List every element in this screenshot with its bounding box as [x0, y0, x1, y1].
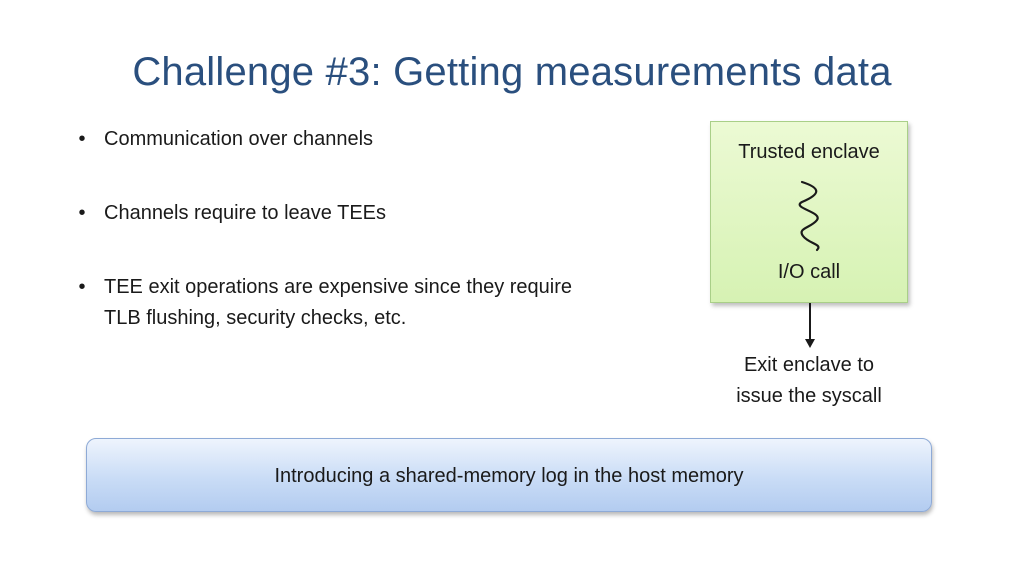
- bullet-marker: •: [78, 276, 86, 298]
- shared-memory-banner: Introducing a shared-memory log in the h…: [86, 438, 932, 512]
- bullet-text-line-1: TEE exit operations are expensive since …: [104, 276, 573, 298]
- slide-title: Challenge #3: Getting measurements data: [132, 50, 892, 94]
- bullet-item: • Communication over channels: [76, 124, 696, 155]
- bullet-text: Channels require to leave TEEs: [104, 202, 387, 224]
- arrow-down-icon: [805, 303, 815, 348]
- bullet-marker: •: [78, 202, 86, 224]
- exit-label-line-2: issue the syscall: [736, 385, 882, 407]
- bullet-list: • Communication over channels • Channels…: [76, 124, 696, 334]
- bullet-item: • TEE exit operations are expensive sinc…: [76, 272, 696, 334]
- bullet-text-line-2: TLB flushing, security checks, etc.: [104, 307, 407, 329]
- bullet-text: Communication over channels: [104, 128, 374, 150]
- zigzag-thread-icon: [798, 180, 820, 252]
- trusted-enclave-box: Trusted enclave I/O call: [710, 121, 908, 303]
- enclave-label: Trusted enclave: [738, 141, 880, 163]
- bullet-marker: •: [78, 128, 86, 150]
- exit-enclave-label: Exit enclave to issue the syscall: [700, 350, 918, 412]
- io-call-label: I/O call: [777, 261, 841, 283]
- banner-text: Introducing a shared-memory log in the h…: [274, 465, 744, 487]
- exit-label-line-1: Exit enclave to: [743, 354, 875, 376]
- bullet-item: • Channels require to leave TEEs: [76, 198, 696, 229]
